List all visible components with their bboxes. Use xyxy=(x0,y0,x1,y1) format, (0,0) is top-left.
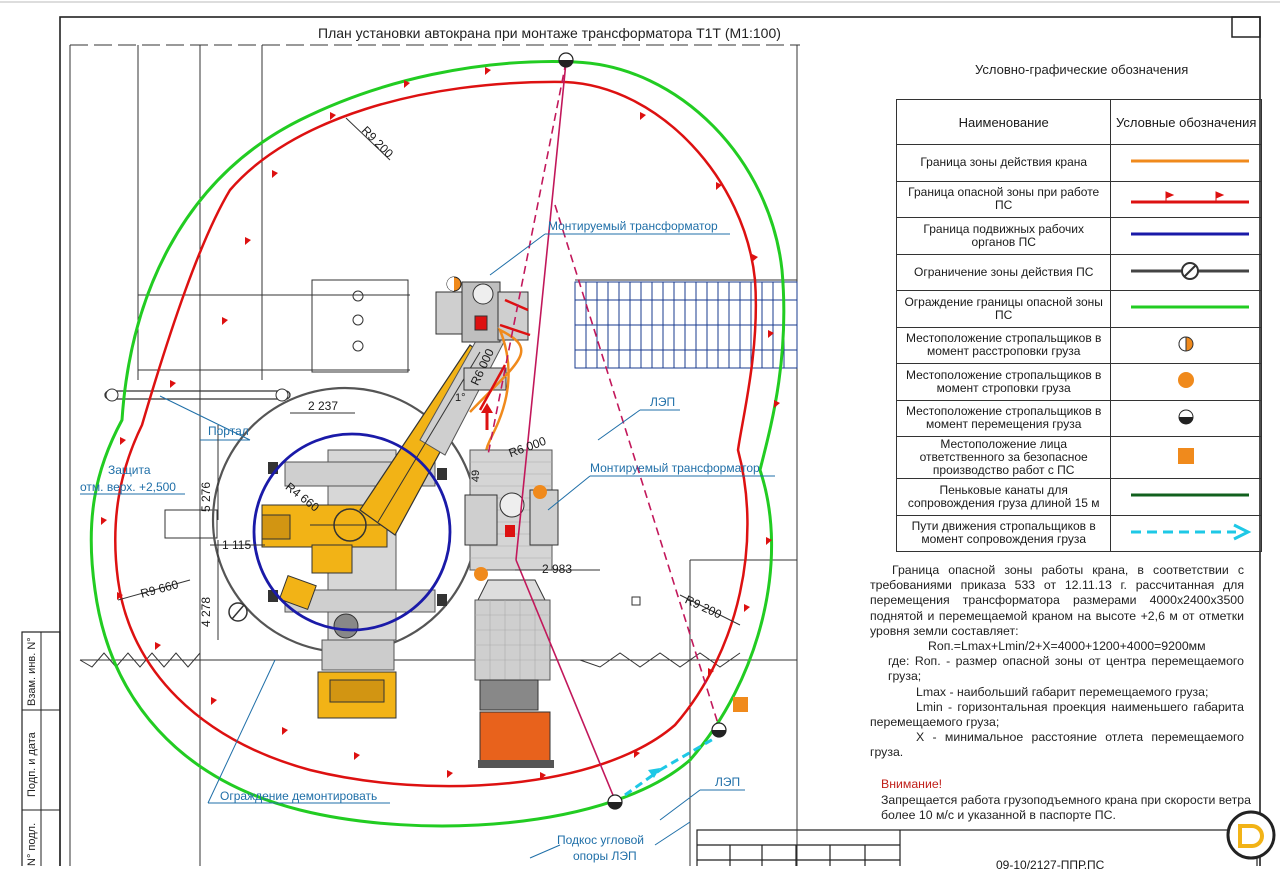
desc-paragraph: Граница опасной зоны работы крана, в соо… xyxy=(870,563,1244,638)
stamp-podp: Подп. и дата xyxy=(26,732,38,797)
desc-formula: Rоп.=Lmax+Lmin/2+X=4000+1200+4000=9200мм xyxy=(928,639,1206,654)
label-portal: Портал xyxy=(208,424,249,438)
legend-row-name: Граница подвижных рабочих органов ПС xyxy=(895,217,1112,255)
dim-2237: 2 237 xyxy=(308,399,339,413)
legend-row-name: Местоположение лица ответственного за бе… xyxy=(895,436,1112,479)
legend-row: Граница подвижных рабочих органов ПС xyxy=(895,217,1262,255)
dim-angle: 1° xyxy=(455,392,466,404)
legend-row: Местоположение лица ответственного за бе… xyxy=(895,436,1262,479)
label-zashchita-level: отм. верх. +2,500 xyxy=(80,480,176,494)
label-lep-bottom: ЛЭП xyxy=(715,775,741,789)
legend-row-name: Местоположение стропальщиков в момент ст… xyxy=(895,363,1112,401)
stamp-vzam: Взам. инв. N° xyxy=(26,637,38,706)
dim-2983: 2 983 xyxy=(542,562,573,576)
brand-logo-icon xyxy=(1226,810,1276,860)
label-lep-top: ЛЭП xyxy=(650,395,676,409)
stamp-inv: N° подл. xyxy=(26,822,38,866)
dim-5276: 5 276 xyxy=(199,481,214,513)
label-podkos-2: опоры ЛЭП xyxy=(573,849,637,863)
legend-row-name: Ограждение границы опасной зоны ПС xyxy=(895,290,1112,328)
legend-row: Местоположение стропальщиков в момент ра… xyxy=(895,326,1262,364)
stamp-doc-number: 09-10/2127-ППР.ПС xyxy=(996,858,1105,872)
label-podkos: Подкос угловой xyxy=(557,833,644,847)
half-black-circle-icon xyxy=(1178,409,1194,425)
dark-green-line-icon xyxy=(1131,493,1250,497)
dim-1115: 1 115 xyxy=(222,538,252,552)
legend-row-name: Местоположение стропальщиков в момент ра… xyxy=(895,326,1112,364)
legend-row: Ограждение границы опасной зоны ПС xyxy=(895,290,1262,328)
legend-row-name: Граница опасной зоны при работе ПС xyxy=(895,180,1112,218)
legend-caption: Условно-графические обозначения xyxy=(975,62,1189,77)
desc-lmin: Lmin - горизонтальная проекция наименьше… xyxy=(870,699,1244,730)
half-orange-circle-icon xyxy=(1178,336,1194,352)
dim-49: 49 xyxy=(470,469,483,483)
blue-line-icon xyxy=(1131,232,1250,236)
legend-table: Наименование Условные обозначения Границ… xyxy=(895,99,1262,552)
legend-row: Местоположение стропальщиков в момент пе… xyxy=(895,399,1262,437)
label-transformer-mid: Монтируемый трансформатор xyxy=(590,461,760,475)
orange-square-icon xyxy=(1178,448,1195,464)
legend-col-symbol: Условные обозначения xyxy=(1110,99,1262,145)
warning-title: Внимание! xyxy=(881,777,943,791)
green-line-icon xyxy=(1131,305,1250,309)
legend-row: Пеньковые канаты для сопровождения груза… xyxy=(895,478,1262,516)
legend-row: Пути движения стропальщиков в момент соп… xyxy=(895,514,1262,552)
label-ograzhdenie: Ограждение демонтировать xyxy=(220,789,378,803)
dim-4278: 4 278 xyxy=(199,596,214,628)
legend-row-name: Местоположение стропальщиков в момент пе… xyxy=(895,399,1112,437)
legend-col-name: Наименование xyxy=(895,99,1112,145)
legend-row-name: Ограничение зоны действия ПС xyxy=(895,253,1112,291)
label-zashchita: Защита xyxy=(108,463,151,477)
legend-row-name: Пеньковые канаты для сопровождения груза… xyxy=(895,478,1112,516)
drawing-title: План установки автокрана при монтаже тра… xyxy=(318,25,781,41)
legend-row-name: Пути движения стропальщиков в момент соп… xyxy=(895,514,1112,552)
legend-row: Граница зоны действия крана xyxy=(895,144,1262,182)
orange-line-icon xyxy=(1131,159,1250,163)
desc-where: где: Rоп. - размер опасной зоны от центр… xyxy=(888,654,1244,684)
label-transformer-top: Монтируемый трансформатор xyxy=(548,219,718,233)
limit-circle-icon xyxy=(1131,261,1250,280)
cyan-dashed-arrow-icon xyxy=(1131,523,1252,541)
legend-header: Наименование Условные обозначения xyxy=(895,99,1262,145)
desc-lmax: Lmax - наибольший габарит перемещаемого … xyxy=(916,684,1209,699)
calculation-description: Граница опасной зоны работы крана, в соо… xyxy=(870,563,1244,761)
desc-x: X - минимальное расстояние отлета переме… xyxy=(870,730,1244,760)
legend-row-name: Граница зоны действия крана xyxy=(895,144,1112,182)
legend-row: Граница опасной зоны при работе ПС xyxy=(895,180,1262,218)
legend-row: Местоположение стропальщиков в момент ст… xyxy=(895,363,1262,401)
legend-row: Ограничение зоны действия ПС xyxy=(895,253,1262,291)
warning-text: Запрещается работа грузоподъемного крана… xyxy=(881,793,1251,822)
orange-circle-icon xyxy=(1178,372,1195,389)
red-flag-line-icon xyxy=(1131,190,1250,204)
